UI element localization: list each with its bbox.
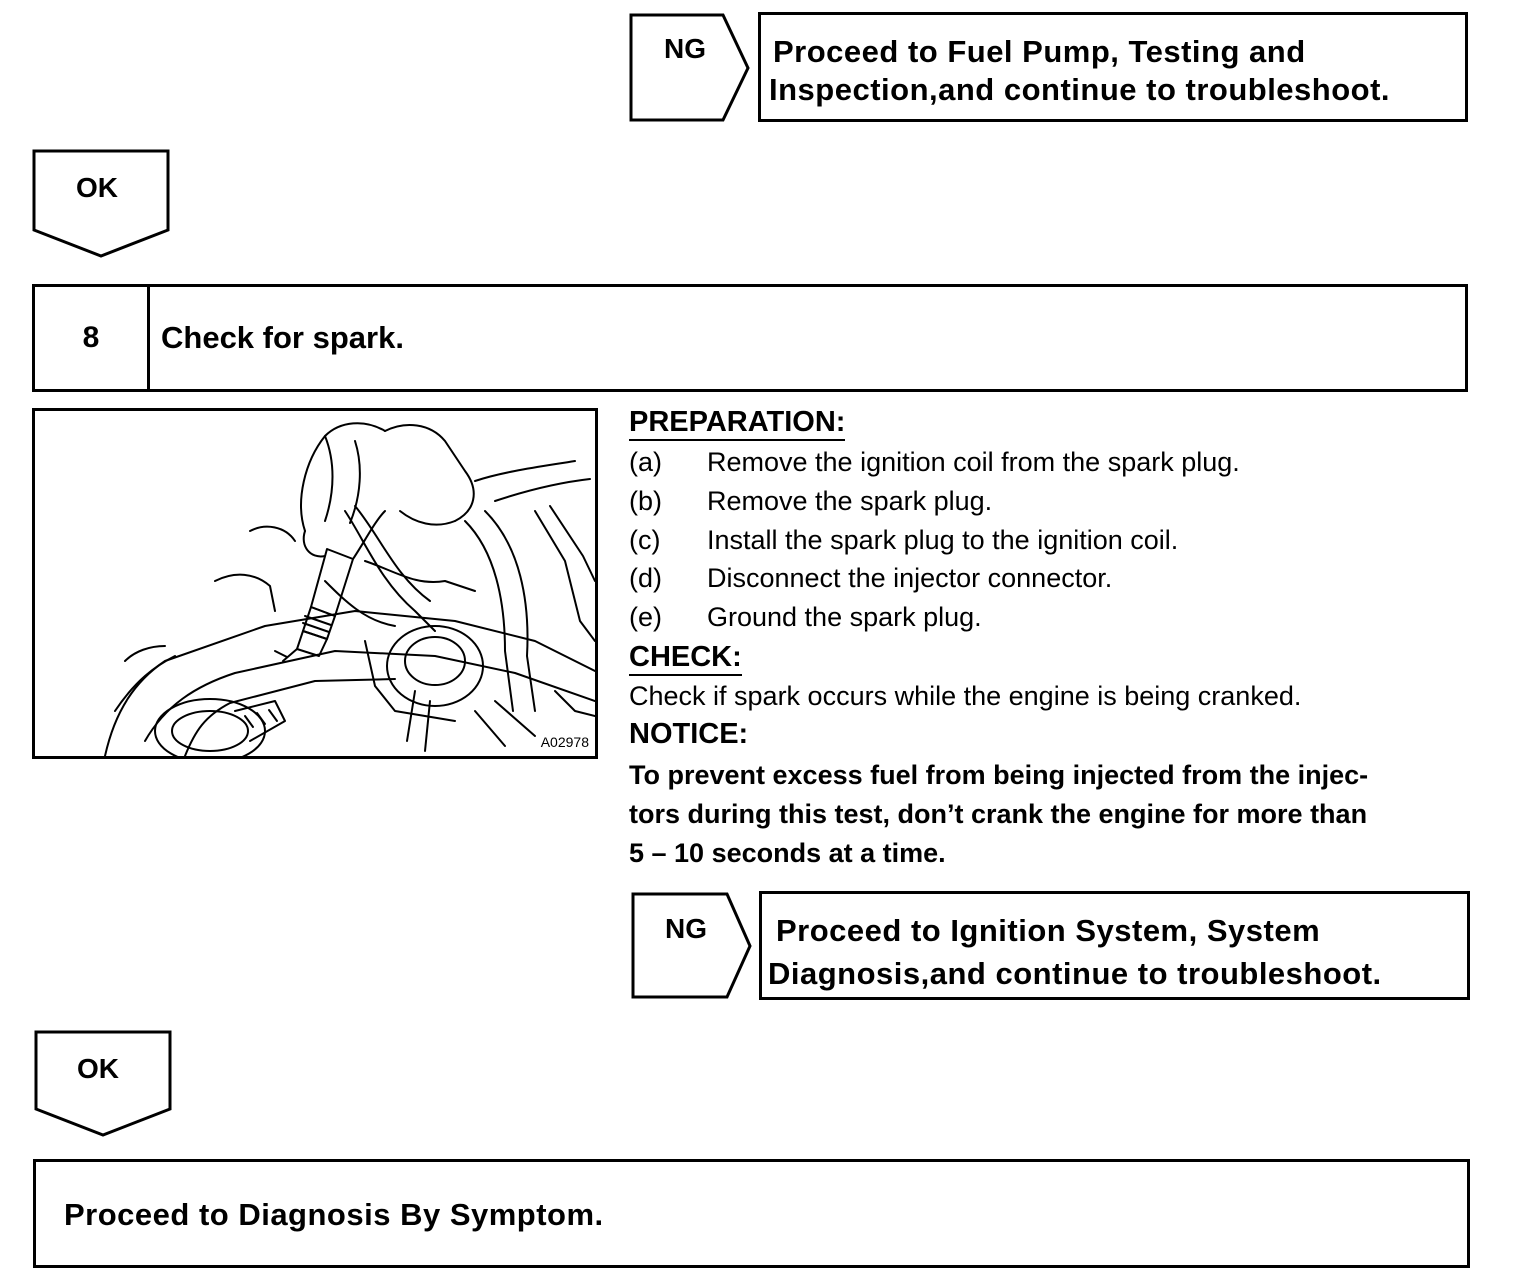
- ok-arrow-shape: [32, 149, 170, 258]
- step-number: 8: [35, 287, 150, 389]
- engine-spark-plug-drawing: [104, 422, 595, 756]
- diagnosis-by-symptom-box: Proceed to Diagnosis By Symptom.: [33, 1159, 1470, 1268]
- item-text: Install the spark plug to the ignition c…: [707, 525, 1179, 555]
- ng-arrow-shape: [631, 892, 752, 999]
- ok-label: OK: [76, 172, 118, 203]
- notice-line1: To prevent excess fuel from being inject…: [629, 760, 1369, 790]
- check-text: Check if spark occurs while the engine i…: [629, 681, 1302, 711]
- item-label: (b): [629, 486, 662, 516]
- proceed-text-line2: Diagnosis,and continue to troubleshoot.: [768, 956, 1382, 991]
- ok-label: OK: [77, 1053, 119, 1084]
- proceed-text-line1: Proceed to Fuel Pump, Testing and: [773, 34, 1306, 69]
- ok-arrow-shape: [34, 1030, 172, 1137]
- fuel-pump-proceed-box: Proceed to Fuel Pump, Testing and Inspec…: [758, 12, 1468, 122]
- item-text: Ground the spark plug.: [707, 602, 982, 632]
- step-title: Check for spark.: [161, 320, 404, 355]
- ng-arrow-shape: [629, 13, 750, 122]
- check-heading: CHECK:: [629, 640, 742, 676]
- ng-label: NG: [664, 33, 706, 64]
- step-header: 8 Check for spark.: [32, 284, 1468, 392]
- item-text: Disconnect the injector connector.: [707, 563, 1113, 593]
- item-label: (e): [629, 602, 662, 632]
- proceed-text-line1: Proceed to Ignition System, System: [776, 913, 1321, 948]
- ignition-system-proceed-box: Proceed to Ignition System, System Diagn…: [759, 891, 1470, 1000]
- spark-check-illustration: A02978: [32, 408, 598, 759]
- final-proceed-text: Proceed to Diagnosis By Symptom.: [64, 1197, 604, 1232]
- item-text: Remove the ignition coil from the spark …: [707, 447, 1240, 477]
- item-label: (c): [629, 525, 661, 555]
- preparation-heading: PREPARATION:: [629, 405, 846, 441]
- notice-line3: 5 – 10 seconds at a time.: [629, 838, 946, 868]
- notice-line2: tors during this test, don’t crank the e…: [629, 799, 1368, 829]
- illustration-code: A02978: [538, 734, 589, 750]
- item-label: (a): [629, 447, 662, 477]
- item-text: Remove the spark plug.: [707, 486, 993, 516]
- item-label: (d): [629, 563, 662, 593]
- proceed-text-line2: Inspection,and continue to troubleshoot.: [769, 72, 1391, 107]
- notice-heading: NOTICE:: [629, 718, 749, 750]
- ng-label: NG: [665, 913, 707, 944]
